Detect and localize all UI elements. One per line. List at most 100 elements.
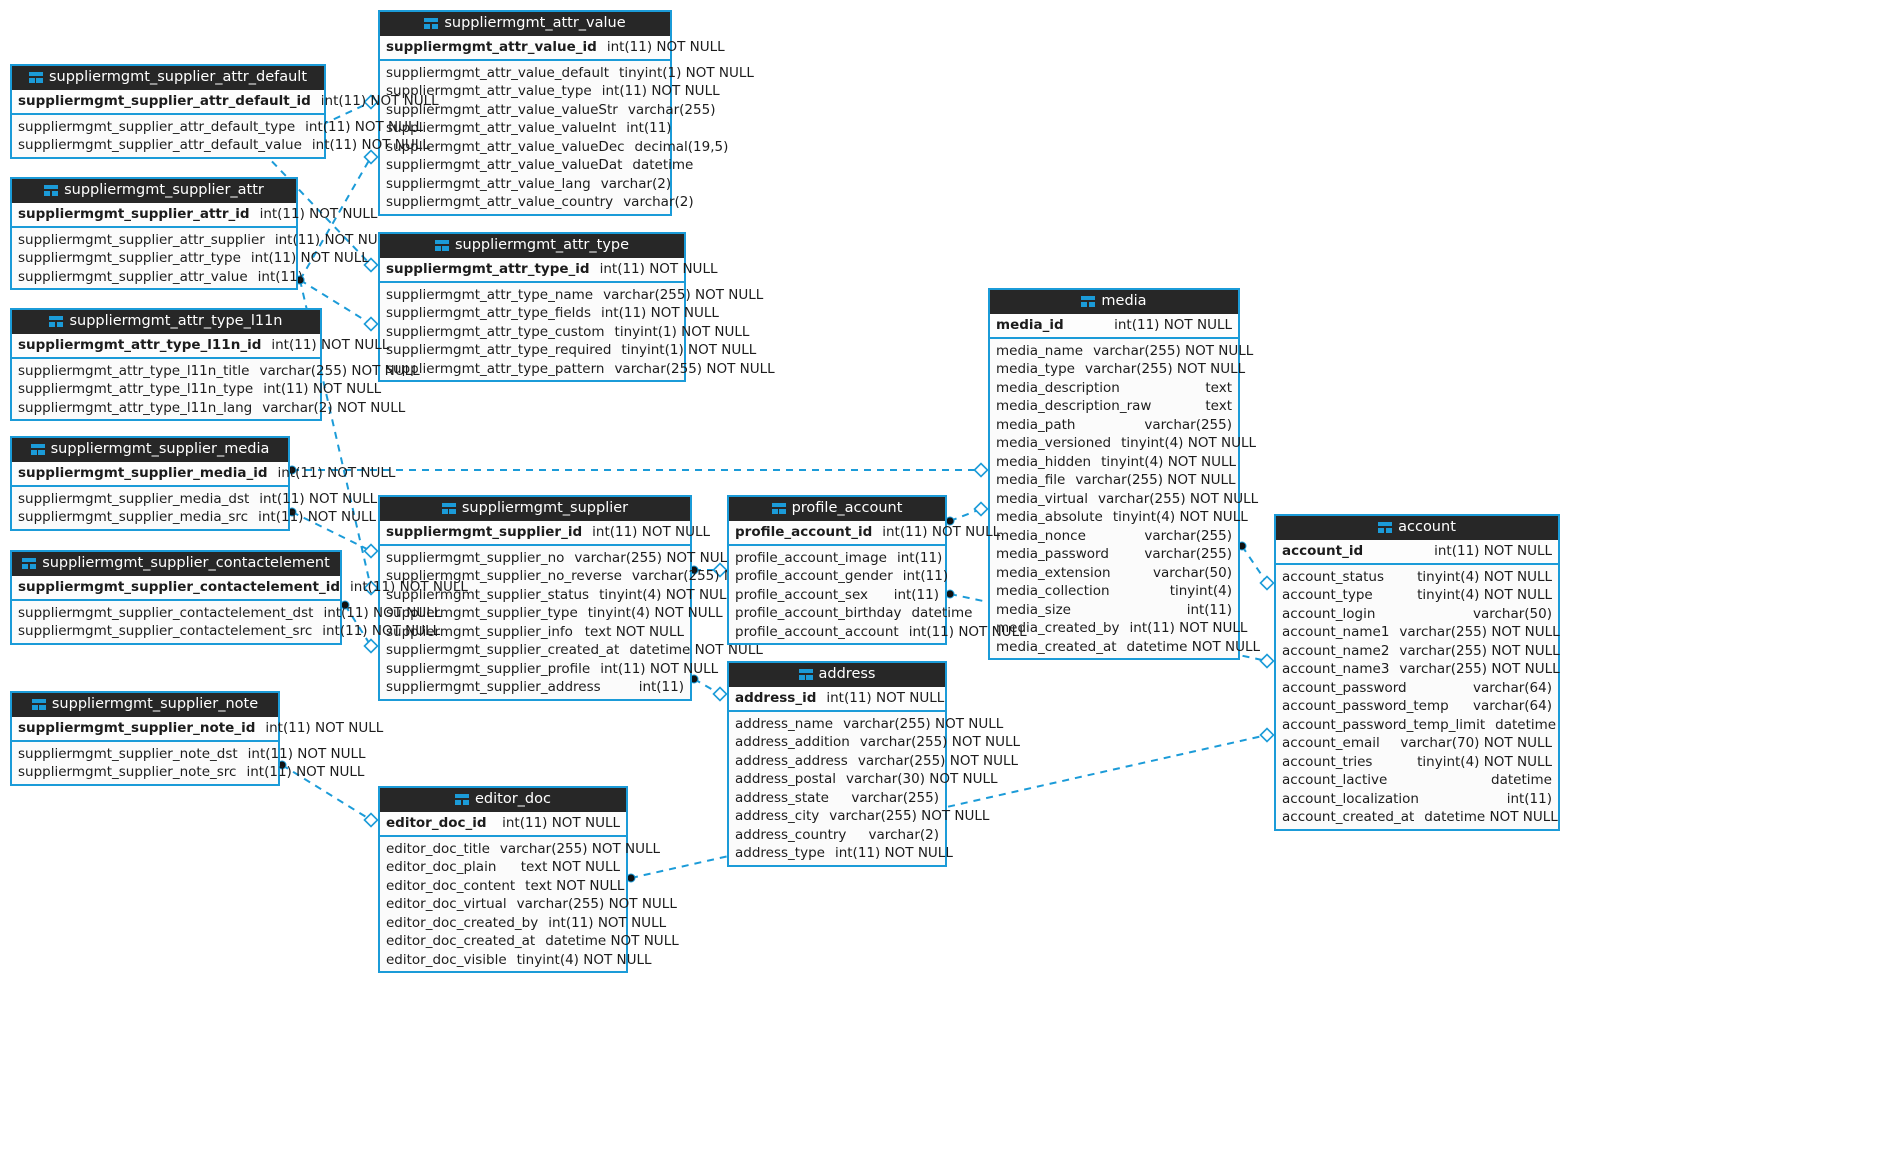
column-field[interactable]: suppliermgmt_supplier_attr_default_value… xyxy=(12,136,430,155)
column-field[interactable]: suppliermgmt_supplier_contactelement_src… xyxy=(12,622,440,641)
